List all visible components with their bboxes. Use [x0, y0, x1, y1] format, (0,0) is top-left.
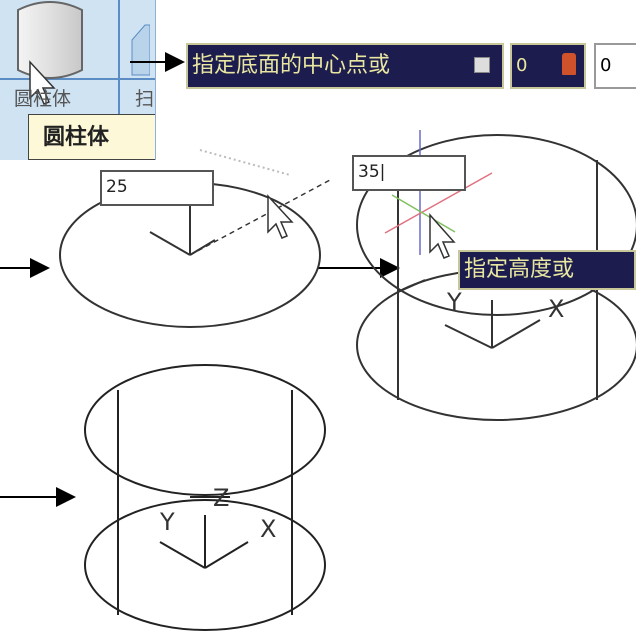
radius-input[interactable]: 25 — [100, 170, 214, 206]
y-tracking-line — [391, 194, 456, 233]
command-prompt: 指定底面的中心点或 — [186, 43, 504, 89]
axis-label-x: X — [260, 515, 277, 543]
coordinate-field-x[interactable]: 0 — [510, 43, 586, 89]
ribbon-divider — [118, 0, 120, 115]
height-input[interactable]: 35| — [352, 155, 466, 191]
mouse-cursor-icon — [267, 194, 294, 239]
lock-icon[interactable] — [562, 53, 576, 75]
x-tracking-line — [384, 172, 493, 234]
mouse-cursor-icon — [429, 213, 456, 259]
mouse-cursor-icon — [29, 60, 56, 105]
ribbon-divider — [0, 78, 155, 80]
cylinder-tool-label[interactable]: 圆柱体 — [14, 88, 72, 110]
field-value: 0 — [516, 55, 528, 76]
axis-label-y: Y — [447, 288, 462, 316]
coordinate-field-y[interactable]: 0 — [594, 43, 636, 89]
ribbon-panel: 圆柱体 扫 — [0, 0, 156, 160]
cylinder-tooltip: 圆柱体 — [28, 114, 155, 160]
sweep-tool-label[interactable]: 扫 — [135, 88, 155, 110]
axis-label-x: X — [548, 295, 565, 323]
cylinder-step3 — [84, 364, 326, 631]
axis-label-z: Z — [213, 484, 230, 512]
options-down-icon[interactable] — [474, 57, 490, 73]
height-prompt-tooltip: 指定高度或 — [458, 250, 636, 290]
axis-label-y: Y — [160, 508, 175, 536]
prompt-text: 指定底面的中心点或 — [192, 53, 391, 78]
